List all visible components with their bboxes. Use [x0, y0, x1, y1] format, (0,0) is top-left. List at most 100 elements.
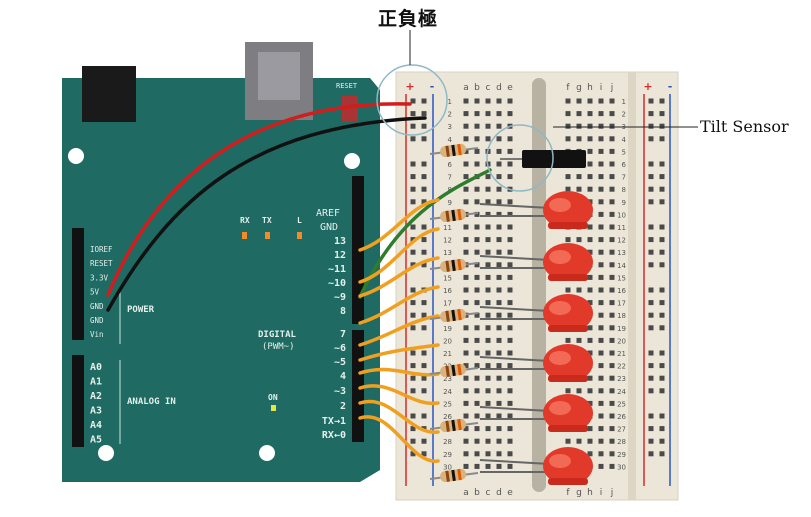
row-label: 19	[617, 325, 626, 333]
row-label: 9	[622, 199, 626, 207]
column-label: i	[600, 488, 603, 498]
power-pin-label: GND	[90, 316, 104, 325]
row-label: 6	[448, 161, 453, 169]
column-label: j	[610, 83, 614, 93]
digital-pin-label: 4	[340, 371, 346, 382]
digital-pin-label: ~6	[334, 343, 346, 354]
mount-hole	[259, 445, 275, 461]
row-label: 13	[443, 249, 452, 257]
column-label: j	[610, 488, 614, 498]
row-label: 28	[443, 438, 452, 446]
column-label: i	[600, 83, 603, 93]
row-label: 29	[617, 451, 626, 459]
digital-pin-label: ~9	[334, 292, 346, 303]
analog-pin-label: A2	[90, 391, 102, 402]
led-red	[543, 447, 593, 485]
row-label: 7	[448, 174, 452, 182]
row-label: 22	[617, 363, 626, 371]
column-label: c	[486, 83, 491, 93]
analog-pin-label: A0	[90, 362, 102, 373]
row-label: 6	[622, 161, 627, 169]
row-label: 4	[448, 136, 453, 144]
row-label: 17	[443, 300, 452, 308]
digital-pin-label: ~5	[334, 357, 346, 368]
row-label: 19	[443, 325, 452, 333]
row-label: 15	[617, 274, 626, 282]
mount-hole	[68, 148, 84, 164]
power-pin-label: GND	[90, 302, 104, 311]
column-label: c	[486, 488, 491, 498]
column-label: h	[587, 83, 593, 93]
row-label: 11	[443, 224, 452, 232]
digital-pin-label: ~10	[328, 278, 346, 289]
row-label: 24	[443, 388, 452, 396]
mount-hole	[344, 153, 360, 169]
analog-pin-label: A5	[90, 435, 102, 446]
power-pin-label: IOREF	[90, 245, 113, 254]
row-label: 17	[617, 300, 626, 308]
center-channel	[532, 78, 546, 492]
row-label: 2	[622, 111, 626, 119]
analog-pin-label: A3	[90, 406, 102, 417]
gnd-label: GND	[320, 222, 338, 233]
digital-label: DIGITAL	[258, 330, 297, 340]
analog-pin-label: A4	[90, 420, 102, 431]
row-label: 9	[448, 199, 452, 207]
row-label: 12	[617, 237, 626, 245]
row-label: 1	[622, 98, 626, 106]
row-label: 5	[622, 148, 626, 156]
power-pin-label: RESET	[90, 259, 113, 268]
analog-pin-label: A1	[90, 377, 102, 388]
row-label: 29	[443, 451, 452, 459]
column-label: h	[587, 488, 593, 498]
column-label: g	[576, 83, 582, 93]
row-label: 26	[443, 413, 452, 421]
on-label: ON	[268, 393, 278, 402]
digital-pin-label: 7	[340, 329, 346, 340]
led-label-rx: RX	[240, 216, 250, 225]
row-label: 25	[617, 400, 626, 408]
row-label: 12	[443, 237, 452, 245]
row-label: 23	[617, 375, 626, 383]
minus-rail-label: -	[668, 80, 673, 93]
row-label: 11	[617, 224, 626, 232]
digital-pin-label: ~3	[334, 386, 346, 397]
plus-rail-label: +	[643, 80, 652, 93]
row-label: 14	[617, 262, 626, 270]
mount-hole	[98, 445, 114, 461]
row-label: 26	[617, 413, 626, 421]
column-label: a	[463, 83, 469, 93]
pwm-label: (PWM~)	[262, 342, 295, 352]
plus-rail-label: +	[405, 80, 414, 93]
row-label: 20	[617, 337, 626, 345]
power-pin-label: Vin	[90, 330, 104, 339]
digital-pin-label: 13	[334, 236, 346, 247]
row-label: 16	[443, 287, 452, 295]
power-pin-label: 3.3V	[90, 273, 109, 282]
row-label: 3	[448, 123, 452, 131]
reset-label: RESET	[336, 82, 358, 90]
led-red	[543, 243, 593, 281]
column-label: a	[463, 488, 469, 498]
row-label: 30	[617, 463, 626, 471]
minus-rail-label: -	[430, 80, 435, 93]
row-label: 10	[617, 211, 626, 219]
row-label: 24	[617, 388, 626, 396]
power-jack	[82, 66, 136, 122]
row-label: 21	[617, 350, 626, 358]
row-label: 20	[443, 337, 452, 345]
column-label: g	[576, 488, 582, 498]
digital-pin-label: ~11	[328, 264, 346, 275]
row-label: 28	[617, 438, 626, 446]
row-label: 18	[617, 312, 626, 320]
led-label-l: L	[297, 216, 302, 225]
column-label: e	[507, 488, 513, 498]
power-header	[72, 228, 84, 340]
column-label: e	[507, 83, 513, 93]
aref-label: AREF	[316, 208, 340, 219]
column-label: d	[496, 83, 502, 93]
digital-pin-label: 2	[340, 401, 346, 412]
led-red	[543, 344, 593, 382]
digital-pin-label: TX→1	[322, 416, 346, 427]
